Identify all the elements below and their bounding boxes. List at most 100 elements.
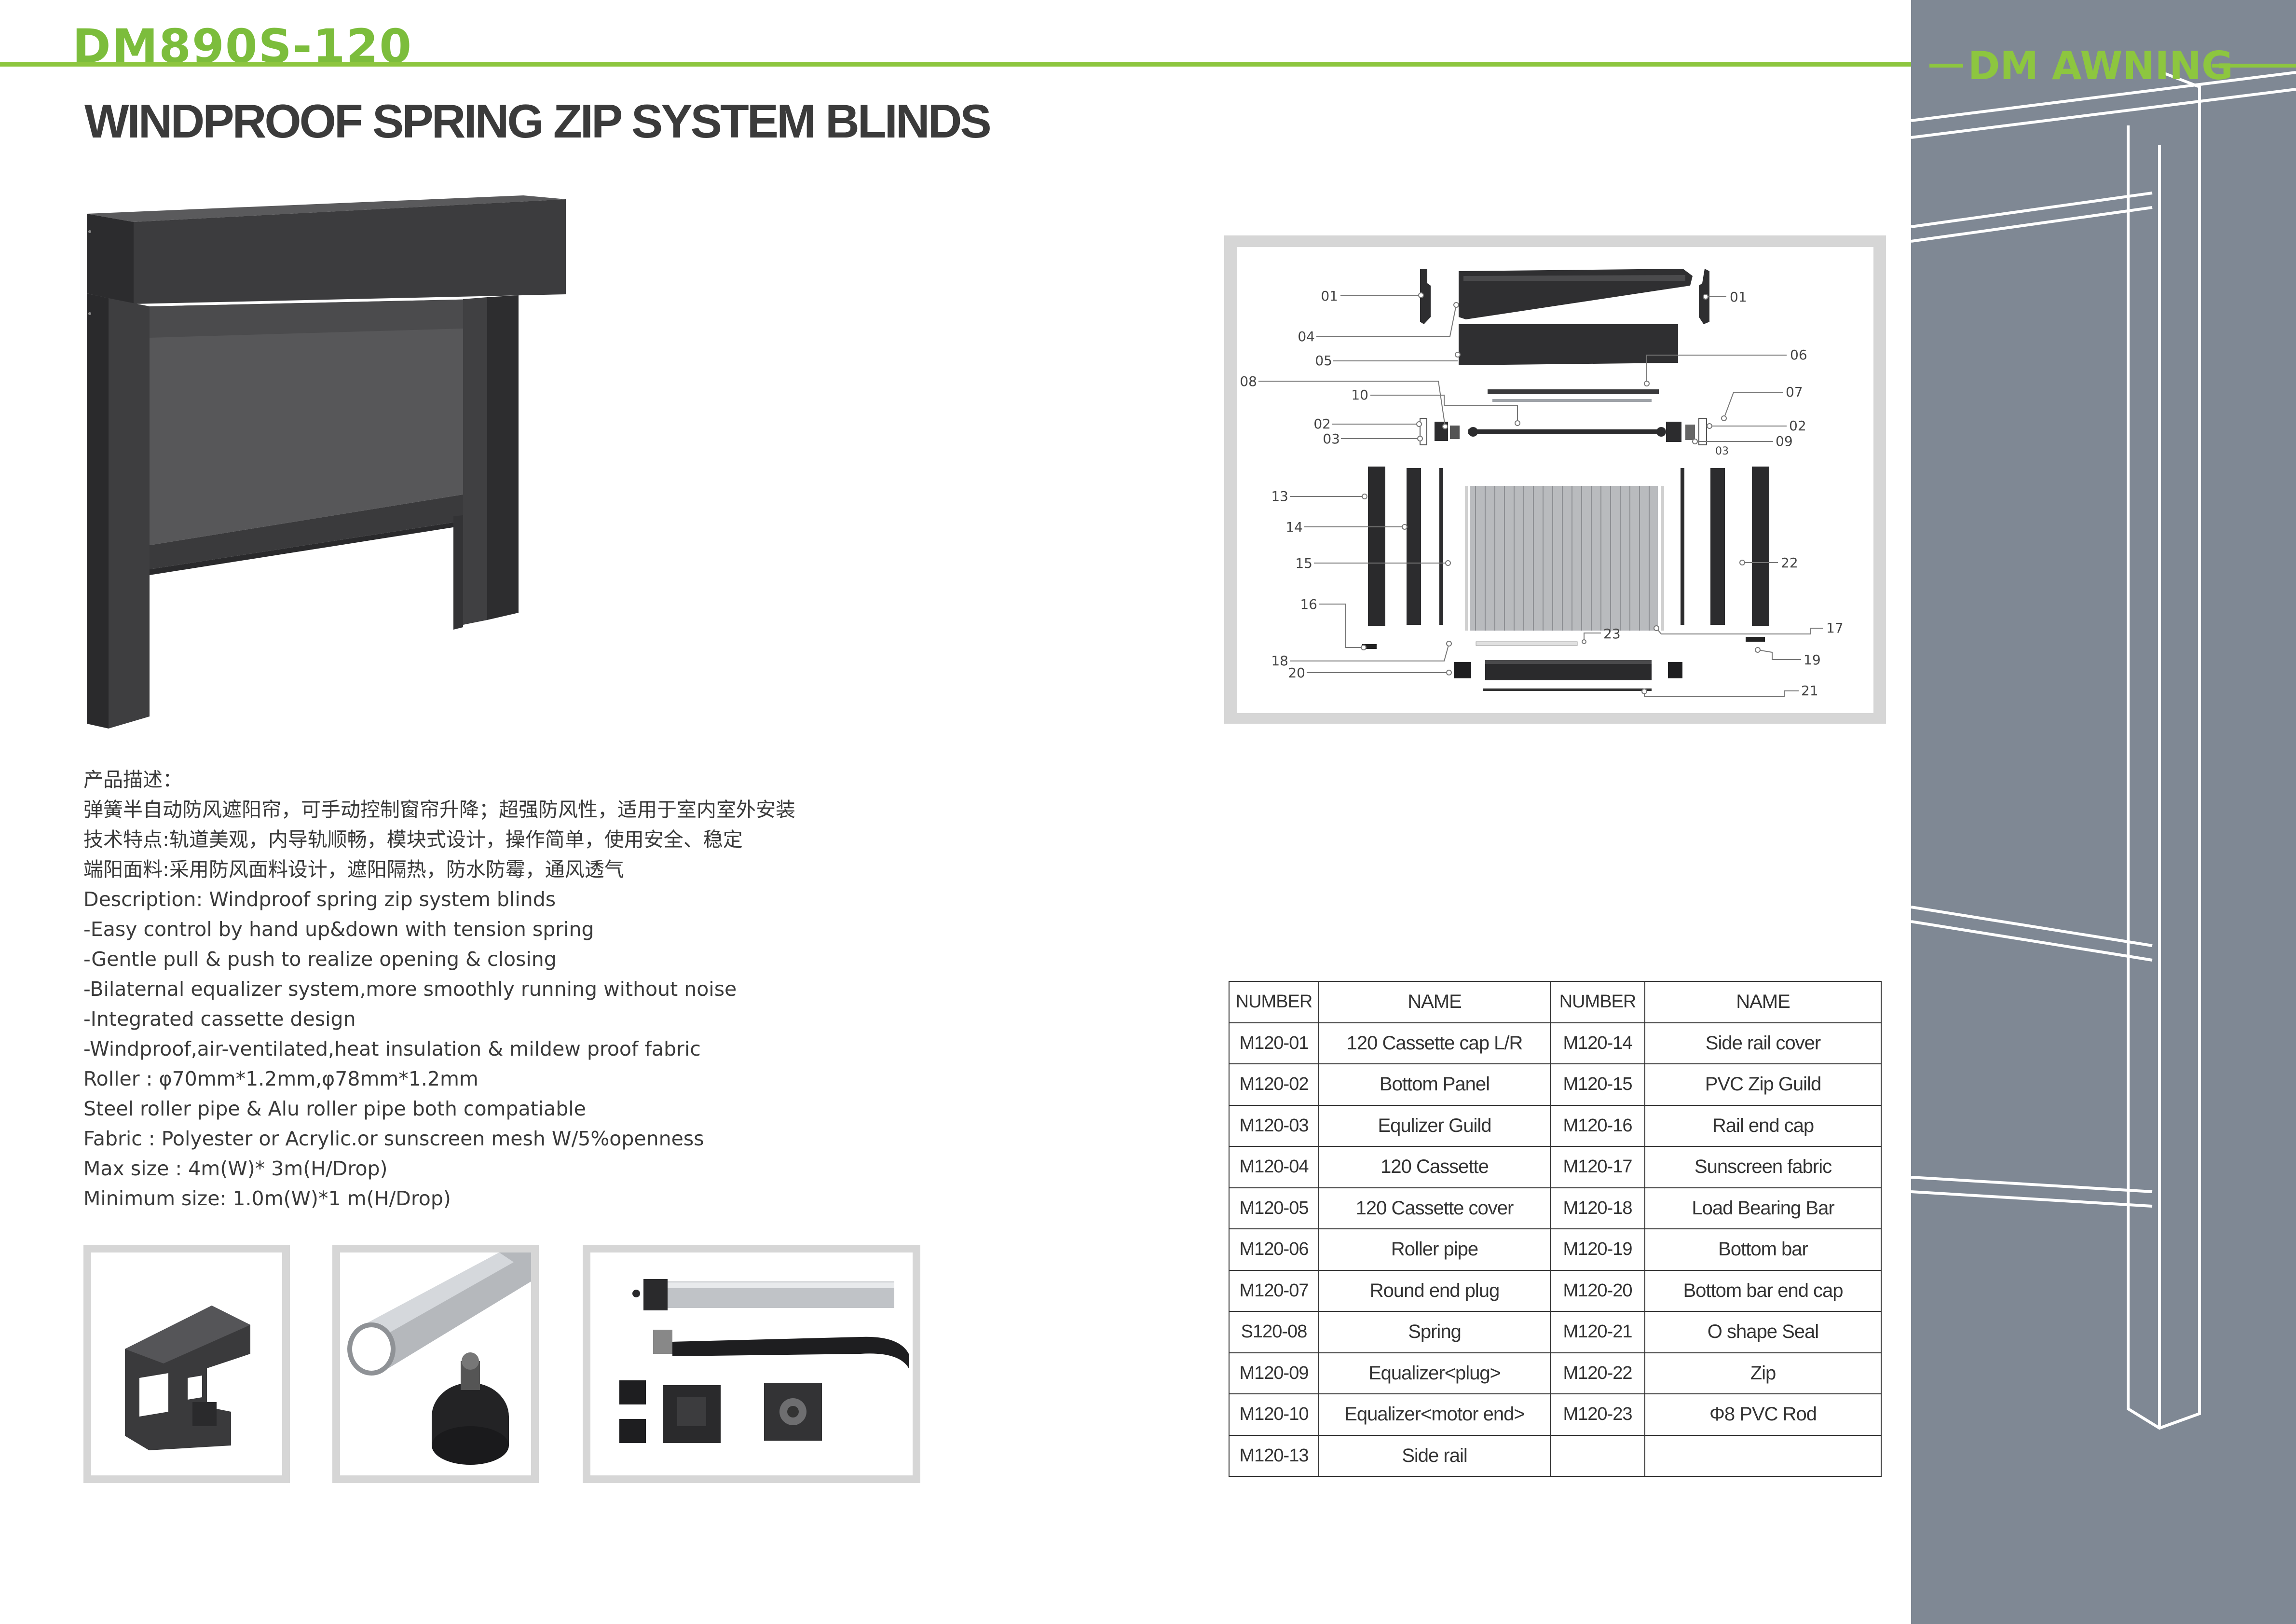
part-number: M120-02 xyxy=(1229,1063,1319,1106)
part-name: 120 Cassette cap L/R xyxy=(1318,1022,1551,1064)
description-line: -Integrated cassette design xyxy=(83,1007,356,1031)
diagram-label-23: 23 xyxy=(1603,626,1621,642)
brand-line-left xyxy=(1929,64,1963,68)
bottom-bar-assembly xyxy=(1362,637,1765,691)
description-line: 弹簧半自动防风遮阳帘，可手动控制窗帘升降；超强防风性，适用于室内室外安装 xyxy=(83,798,795,821)
part-number: M120-07 xyxy=(1229,1269,1319,1312)
table-row: M120-03 Equlizer Guild M120-16 Rail end … xyxy=(1229,1104,1882,1147)
table-row: M120-10 Equalizer<motor end> M120-23 Φ8 … xyxy=(1229,1393,1882,1436)
cassette-body xyxy=(1459,269,1693,319)
equalizer-spring-photo xyxy=(619,1279,909,1443)
equalizer-left xyxy=(1420,418,1460,445)
brand-name: DM AWNING xyxy=(1968,43,2233,88)
diagram-label-15: 15 xyxy=(1295,555,1312,571)
side-rails-right xyxy=(1681,467,1769,626)
detail-photo-roller-pipe xyxy=(332,1245,539,1483)
description-line: Max size : 4m(W)* 3m(H/Drop) xyxy=(83,1157,388,1180)
description-line: Fabric : Polyester or Acrylic.or sunscre… xyxy=(83,1127,704,1150)
product-title: WINDPROOF SPRING ZIP SYSTEM BLINDS xyxy=(84,95,992,148)
part-number: M120-03 xyxy=(1229,1104,1319,1147)
part-number: M120-15 xyxy=(1550,1063,1645,1106)
description-line: -Windproof,air-ventilated,heat insulatio… xyxy=(83,1037,701,1060)
description-line: 产品描述： xyxy=(83,768,182,791)
diagram-label-14: 14 xyxy=(1285,519,1303,535)
part-number: M120-06 xyxy=(1229,1228,1319,1271)
part-name xyxy=(1644,1434,1882,1477)
part-name: Equalizer<motor end> xyxy=(1318,1393,1551,1436)
table-row: S120-08 Spring M120-21 O shape Seal xyxy=(1229,1311,1882,1353)
diagram-label-03-left: 03 xyxy=(1323,431,1340,447)
part-name: Equlizer Guild xyxy=(1318,1104,1551,1147)
part-name: Bottom bar end cap xyxy=(1644,1269,1882,1312)
table-header-row: NUMBER NAME NUMBER NAME xyxy=(1229,981,1882,1023)
part-number: M120-16 xyxy=(1550,1104,1645,1147)
diagram-label-02-right: 02 xyxy=(1789,418,1806,434)
equalizer-right xyxy=(1666,418,1707,445)
side-rails-left xyxy=(1368,467,1443,626)
description-line: 端阳面料:采用防风面料设计，遮阳隔热，防水防霉，通风透气 xyxy=(83,858,624,881)
description-line: 技术特点:轨道美观，内导轨顺畅，模块式设计，操作简单，使用安全、稳定 xyxy=(83,828,743,851)
roller-pipe-photo xyxy=(347,1252,531,1465)
part-number: M120-13 xyxy=(1229,1434,1319,1477)
part-number xyxy=(1550,1434,1645,1477)
part-number: M120-10 xyxy=(1229,1393,1319,1436)
description-line: Roller : φ70mm*1.2mm,φ78mm*1.2mm xyxy=(83,1067,478,1090)
description-line: -Bilaternal equalizer system,more smooth… xyxy=(83,977,737,1001)
description-line: Steel roller pipe & Alu roller pipe both… xyxy=(83,1097,586,1120)
diagram-label-19: 19 xyxy=(1804,652,1821,668)
part-number: M120-17 xyxy=(1550,1146,1645,1188)
part-name: Zip xyxy=(1644,1352,1882,1394)
diagram-label-18: 18 xyxy=(1271,653,1288,669)
table-row: M120-05 120 Cassette cover M120-18 Load … xyxy=(1229,1187,1882,1229)
diagram-label-16: 16 xyxy=(1300,596,1317,612)
table-row: M120-06 Roller pipe M120-19 Bottom bar xyxy=(1229,1228,1882,1271)
brand-line-right xyxy=(2212,64,2296,68)
part-number: M120-04 xyxy=(1229,1146,1319,1188)
table-row: M120-13 Side rail xyxy=(1229,1434,1882,1477)
part-name: Sunscreen fabric xyxy=(1644,1146,1882,1188)
side-panel xyxy=(1911,0,2296,1624)
part-name: Bottom Panel xyxy=(1318,1063,1551,1106)
diagram-label-03-right: 03 xyxy=(1715,445,1729,457)
header-number: NUMBER xyxy=(1550,981,1645,1023)
roller-spring xyxy=(1468,427,1666,437)
cassette-cover xyxy=(1459,324,1678,365)
diagram-label-04: 04 xyxy=(1298,329,1315,344)
part-name: Round end plug xyxy=(1318,1269,1551,1312)
description-line: -Gentle pull & push to realize opening &… xyxy=(83,948,557,971)
diagram-label-10: 10 xyxy=(1351,387,1368,403)
part-name: Bottom bar xyxy=(1644,1228,1882,1271)
part-number: M120-09 xyxy=(1229,1352,1319,1394)
header-name: NAME xyxy=(1318,981,1551,1023)
table-row: M120-07 Round end plug M120-20 Bottom ba… xyxy=(1229,1269,1882,1312)
part-name: Rail end cap xyxy=(1644,1104,1882,1147)
diagram-label-20: 20 xyxy=(1288,665,1305,681)
round-end-plug xyxy=(1488,389,1659,402)
part-number: M120-18 xyxy=(1550,1187,1645,1229)
sunscreen-fabric xyxy=(1465,486,1664,631)
part-name: Load Bearing Bar xyxy=(1644,1187,1882,1229)
diagram-label-05: 05 xyxy=(1315,353,1332,369)
part-name: Side rail cover xyxy=(1644,1022,1882,1064)
cassette-cap-left xyxy=(1420,269,1431,324)
part-number: M120-23 xyxy=(1550,1393,1645,1436)
part-number: M120-01 xyxy=(1229,1022,1319,1064)
part-name: Equalizer<plug> xyxy=(1318,1352,1551,1394)
part-number: M120-22 xyxy=(1550,1352,1645,1394)
table-row: M120-01 120 Cassette cap L/R M120-14 Sid… xyxy=(1229,1022,1882,1064)
diagram-label-02-left: 02 xyxy=(1313,416,1331,432)
diagram-label-17: 17 xyxy=(1826,620,1844,636)
part-name: Φ8 PVC Rod xyxy=(1644,1393,1882,1436)
part-number: S120-08 xyxy=(1229,1311,1319,1353)
table-row: M120-02 Bottom Panel M120-15 PVC Zip Gui… xyxy=(1229,1063,1882,1106)
exploded-diagram: 01 01 04 05 06 08 07 10 02 02 03 03 09 1… xyxy=(1240,269,1844,699)
diagram-label-06: 06 xyxy=(1790,347,1807,363)
frame-illustration xyxy=(1911,71,2296,1430)
header-divider xyxy=(0,62,1929,67)
diagram-label-07: 07 xyxy=(1786,384,1803,400)
diagram-label-22: 22 xyxy=(1781,555,1798,571)
part-name: O shape Seal xyxy=(1644,1311,1882,1353)
description-line: Description: Windproof spring zip system… xyxy=(83,888,556,911)
description-line: -Easy control by hand up&down with tensi… xyxy=(83,918,594,941)
product-description: 产品描述： 弹簧半自动防风遮阳帘，可手动控制窗帘升降；超强防风性，适用于室内室外… xyxy=(83,765,795,1213)
